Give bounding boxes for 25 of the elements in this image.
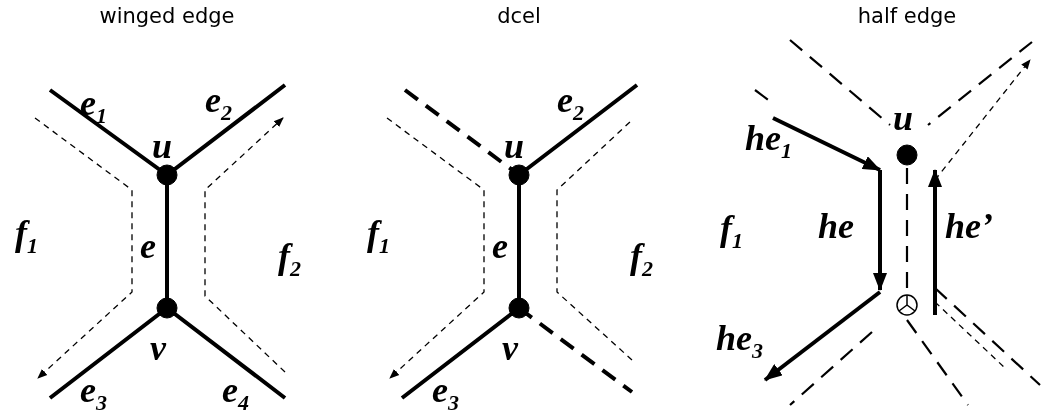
- symbol-label: u: [504, 128, 525, 164]
- symbol-label: he$_{1}$: [745, 120, 792, 162]
- symbol-label: f$_{2}$: [278, 238, 301, 280]
- symbol-label: e$_{1}$: [80, 85, 107, 127]
- symbol-label: u: [893, 100, 914, 136]
- symbol-label: he’: [945, 208, 993, 244]
- symbol-label: e$_{4}$: [222, 372, 249, 414]
- symbol-label: f$_{1}$: [367, 215, 390, 257]
- symbol-label: e$_{3}$: [80, 372, 107, 414]
- panel-title: dcel: [497, 6, 541, 27]
- panel-title: winged edge: [99, 6, 235, 27]
- symbol-label: he$_{3}$: [716, 320, 763, 362]
- symbol-label: v: [502, 330, 518, 366]
- symbol-label: u: [152, 128, 173, 164]
- symbol-label: e$_{2}$: [205, 82, 232, 124]
- symbol-label: f$_{1}$: [15, 215, 38, 257]
- symbol-label: v: [150, 330, 166, 366]
- symbol-label: e$_{2}$: [557, 82, 584, 124]
- symbol-label: f$_{2}$: [630, 238, 653, 280]
- symbol-label: he: [818, 208, 854, 244]
- symbol-label: e: [140, 228, 156, 264]
- symbol-label: f$_{1}$: [720, 210, 743, 252]
- symbol-label: e: [492, 228, 508, 264]
- symbol-label: e$_{3}$: [432, 372, 459, 414]
- panel-title: half edge: [857, 6, 957, 27]
